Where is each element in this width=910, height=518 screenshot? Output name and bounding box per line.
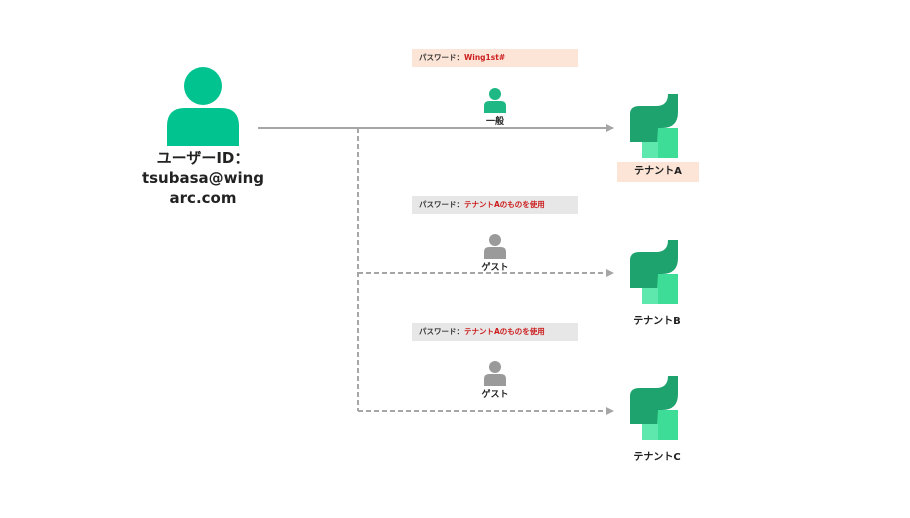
person-icon: [167, 67, 239, 146]
password-label: パスワード：: [419, 327, 464, 336]
person-icon: [484, 88, 506, 113]
role-label-general: 一般: [485, 117, 504, 127]
password-label: パスワード：: [419, 200, 464, 209]
user-id-line-2: tsubasa@wing: [141, 169, 265, 187]
password-value: テナントAのものを使用: [464, 200, 545, 209]
role-label-guest: ゲスト: [481, 263, 509, 273]
password-value: Wing1st#: [464, 53, 506, 62]
tenant-label-a: テナントA: [617, 162, 699, 182]
tenant-logo-icon: [630, 376, 678, 440]
user-id-line-1: ユーザーID：: [156, 149, 250, 167]
role-label-guest: ゲスト: [481, 390, 509, 400]
password-box-tenant-b: パスワード：テナントAのものを使用: [412, 196, 578, 214]
person-icon: [484, 361, 506, 386]
user-id-label: ユーザーID： tsubasa@wing arc.com: [120, 148, 286, 208]
user-id-line-3: arc.com: [169, 189, 237, 207]
password-value: テナントAのものを使用: [464, 327, 545, 336]
tenant-logo-icon: [630, 240, 678, 304]
password-box-tenant-a: パスワード：Wing1st#: [412, 49, 578, 67]
tenant-label-c: テナントC: [633, 452, 681, 463]
tenant-label-b: テナントB: [633, 316, 681, 327]
tenant-logo-icon: [630, 94, 678, 158]
password-label: パスワード：: [419, 53, 464, 62]
person-icon: [484, 234, 506, 259]
password-box-tenant-c: パスワード：テナントAのものを使用: [412, 323, 578, 341]
